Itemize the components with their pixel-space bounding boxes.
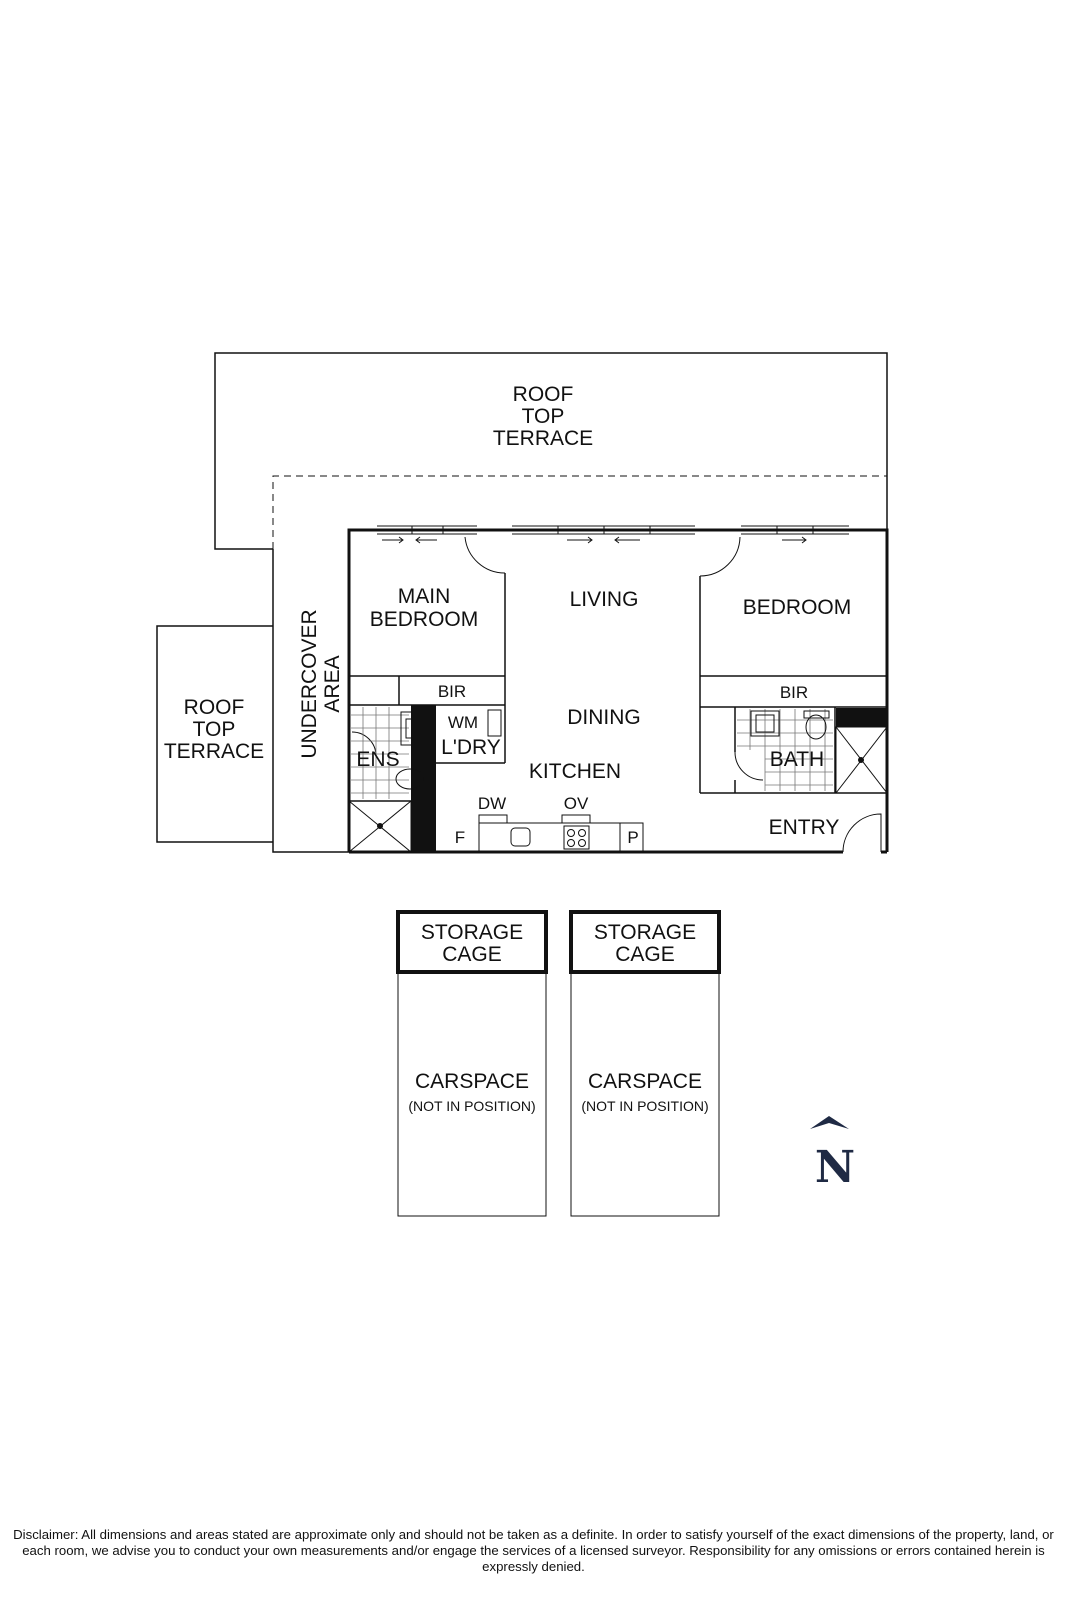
fridge-label: F [455,828,465,847]
pantry-label: P [627,828,638,847]
roof-top-terrace-left-line1: ROOF [184,696,245,719]
bathroom-fittings [737,709,888,794]
disclaimer-text: Disclaimer: All dimensions and areas sta… [13,1527,1054,1574]
laundry-label: L'DRY [441,736,501,759]
bir-bedroom-label: BIR [780,683,808,702]
storage-cage-1-line1: STORAGE [421,921,523,944]
door-swings [351,536,882,853]
roof-top-terrace-left-line3: TERRACE [164,740,264,763]
main-bedroom-label-line2: BEDROOM [370,608,479,631]
living-label: LIVING [570,588,639,611]
carspace-2-note: (NOT IN POSITION) [581,1098,708,1114]
bedroom-label: BEDROOM [743,596,852,619]
bir-main-label: BIR [438,682,466,701]
undercover-area-line2: AREA [321,655,344,712]
roof-top-terrace-outline [156,352,888,853]
entry-label: ENTRY [769,816,840,839]
roof-top-terrace-top-line3: TERRACE [493,427,593,450]
north-compass: N [810,1116,855,1193]
north-label: N [815,1142,855,1193]
ens-label: ENS [356,748,399,771]
roof-top-terrace-left-line2: TOP [193,718,236,741]
carspace-1-note: (NOT IN POSITION) [408,1098,535,1114]
storage-cage-2-line1: STORAGE [594,921,696,944]
kitchen-label: KITCHEN [529,760,621,783]
ov-label: OV [564,794,589,813]
storage-cage-1-line2: CAGE [442,943,502,966]
carspace-1-label: CARSPACE [415,1070,529,1093]
ensuite-fittings [348,707,502,853]
kitchen-bench [478,814,644,852]
parking-spaces [396,910,721,1217]
wm-label: WM [448,713,478,732]
north-arrow-icon [810,1116,849,1129]
storage-cage-2-line2: CAGE [615,943,675,966]
dining-label: DINING [567,706,641,729]
carspace-2-label: CARSPACE [588,1070,702,1093]
bath-label: BATH [770,748,824,771]
roof-top-terrace-top-line1: ROOF [513,383,574,406]
dw-label: DW [478,794,506,813]
window-sliders [377,525,849,544]
undercover-area-line1: UNDERCOVER [298,609,321,758]
roof-top-terrace-top-line2: TOP [522,405,565,428]
main-bedroom-label-line1: MAIN [398,585,451,608]
